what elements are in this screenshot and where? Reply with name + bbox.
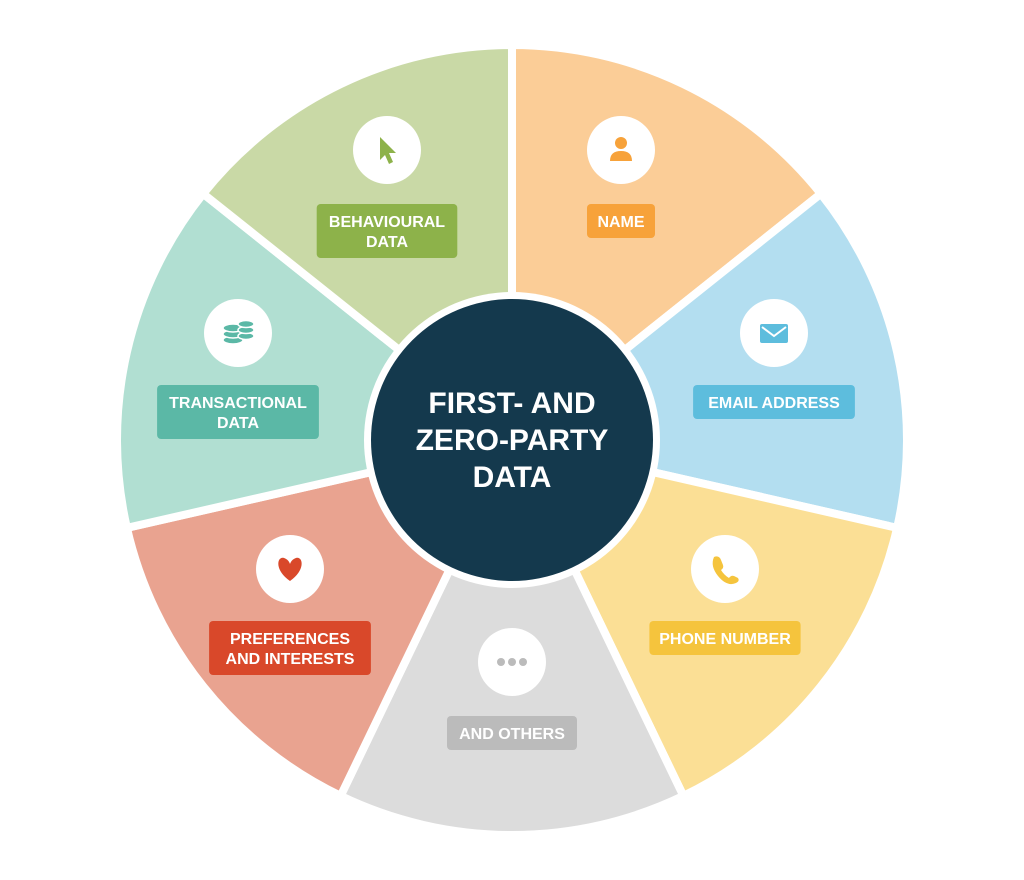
label-pill (209, 621, 371, 675)
label-text-line-1: EMAIL ADDRESS (708, 395, 840, 412)
label-text-line-2: AND INTERESTS (226, 651, 355, 668)
label-pill (587, 204, 655, 238)
heart-icon (256, 535, 324, 603)
label-transactional-data: TRANSACTIONAL DATA (157, 385, 319, 439)
label-and-others: AND OTHERS (447, 716, 577, 750)
center-title-line-1: FIRST- AND (428, 387, 595, 420)
label-phone-number: PHONE NUMBER (649, 621, 801, 655)
label-pill (693, 385, 855, 419)
label-name: NAME (587, 204, 655, 238)
label-pill (316, 204, 458, 258)
label-pill (447, 716, 577, 750)
ellipsis-icon (478, 628, 546, 696)
person-icon (587, 116, 655, 184)
label-preferences-and-interests: PREFERENCES AND INTERESTS (209, 621, 371, 675)
label-text-line-2: DATA (366, 234, 409, 251)
coins-icon (204, 299, 272, 367)
label-text-line-1: BEHAVIOURAL (329, 214, 445, 231)
center-hub: FIRST- AND ZERO-PARTY DATA (364, 292, 660, 588)
label-text-line-1: PHONE NUMBER (659, 631, 791, 648)
label-pill (157, 385, 319, 439)
envelope-icon (740, 299, 808, 367)
label-email-address: EMAIL ADDRESS (693, 385, 855, 419)
center-circle (371, 299, 653, 581)
label-behavioural-data: BEHAVIOURAL DATA (316, 204, 458, 258)
label-text-line-1: PREFERENCES (230, 631, 350, 648)
phone-icon (691, 535, 759, 603)
label-text-line-2: DATA (217, 415, 260, 432)
cursor-icon (353, 116, 421, 184)
label-text-line-1: AND OTHERS (459, 726, 565, 743)
label-text-line-1: TRANSACTIONAL (169, 395, 307, 412)
center-title-line-2: ZERO-PARTY (416, 424, 609, 457)
label-text-line-1: NAME (597, 214, 644, 231)
label-pill (649, 621, 801, 655)
center-title-line-3: DATA (473, 461, 552, 494)
segments-layer: NAME EMAIL ADDRESS PHONE NUMBER AND OTHERS P… (113, 40, 911, 839)
